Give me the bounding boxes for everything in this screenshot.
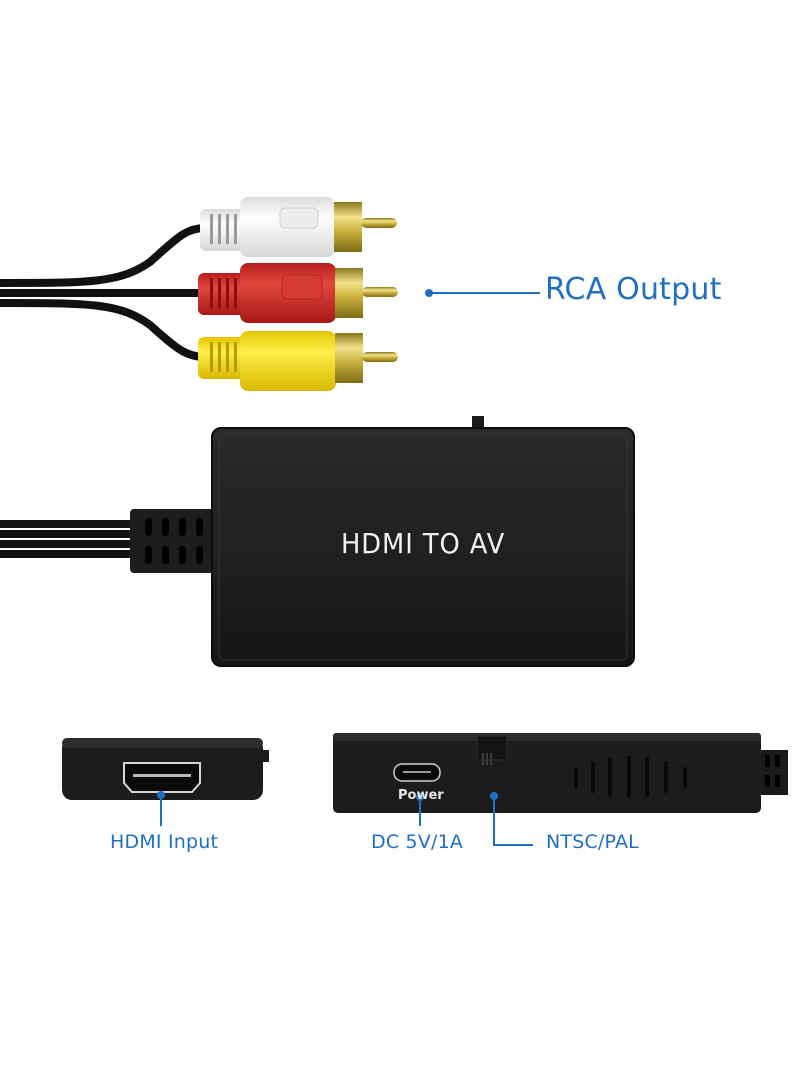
rca-plug-white bbox=[200, 197, 397, 257]
ntsc-pal-label: NTSC/PAL bbox=[546, 831, 639, 853]
switch-nub bbox=[472, 416, 484, 430]
hdmi-input-label: HDMI Input bbox=[110, 831, 219, 853]
dc-power-label: DC 5V/1A bbox=[371, 831, 464, 853]
micro-usb-port-icon bbox=[393, 763, 441, 782]
vent-slots bbox=[574, 756, 687, 798]
device-brand-text: HDMI TO AV bbox=[341, 527, 506, 560]
rca-plug-yellow bbox=[198, 331, 398, 391]
converter-side-view-hdmi bbox=[62, 738, 269, 826]
rca-cables bbox=[0, 224, 209, 361]
strain-relief bbox=[130, 509, 215, 573]
rca-output-label: RCA Output bbox=[545, 272, 722, 307]
rca-callout-line bbox=[425, 289, 540, 297]
converter-cable-bundle bbox=[0, 520, 135, 558]
converter-box-top-view bbox=[0, 416, 635, 667]
rca-plug-red bbox=[198, 263, 398, 323]
hdmi-port-icon bbox=[123, 762, 201, 793]
converter-side-view-power bbox=[333, 733, 788, 846]
power-port-text: Power bbox=[398, 788, 444, 803]
